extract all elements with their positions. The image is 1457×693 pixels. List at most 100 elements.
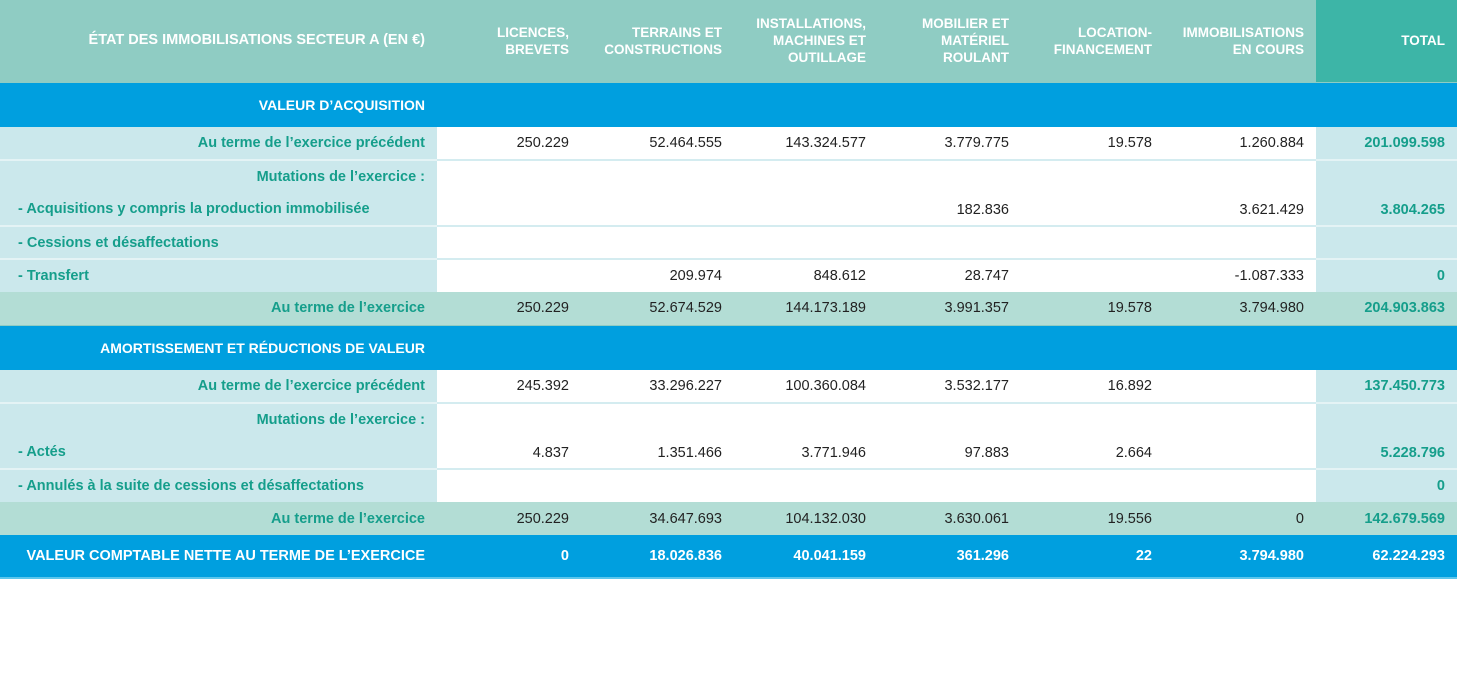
cell [581, 160, 734, 227]
cell: 4.837 [437, 403, 581, 470]
subtotal-row: Au terme de l’exercice 250.229 34.647.69… [0, 502, 1457, 535]
total-cell: 5.228.796 [1316, 403, 1457, 470]
table-header-row: ÉTAT DES IMMOBILISATIONS SECTEUR A (en €… [0, 0, 1457, 82]
row-label: - Cessions et désaffectations [0, 226, 437, 260]
cell [878, 469, 1021, 502]
cell [1164, 226, 1316, 260]
row-label: Au terme de l’exercice précédent [0, 127, 437, 161]
cell: 0 [1164, 502, 1316, 535]
cell: 3.779.775 [878, 127, 1021, 161]
cell: 2.664 [1021, 403, 1164, 470]
cell: 3.794.980 [1164, 292, 1316, 325]
mutations-label: Mutations de l’exercice : [256, 412, 425, 428]
cell: 16.892 [1021, 370, 1164, 404]
table-title: ÉTAT DES IMMOBILISATIONS SECTEUR A (en €… [0, 0, 437, 82]
cell [1164, 403, 1316, 470]
actes-label: - Actés [18, 444, 66, 460]
cell: 52.674.529 [581, 292, 734, 325]
cell: 3.532.177 [878, 370, 1021, 404]
cell: 250.229 [437, 292, 581, 325]
cell: 19.578 [1021, 292, 1164, 325]
cell: 3.991.357 [878, 292, 1021, 325]
row-label: Au terme de l’exercice [0, 292, 437, 325]
cell [734, 469, 878, 502]
cell [1164, 370, 1316, 404]
table-row: - Annulés à la suite de cessions et désa… [0, 469, 1457, 502]
table-row: Au terme de l’exercice précédent 250.229… [0, 127, 1457, 161]
cell [581, 226, 734, 260]
cell: 250.229 [437, 127, 581, 161]
table-row: Mutations de l’exercice : - Actés 4.837 … [0, 403, 1457, 470]
total-cell: 3.804.265 [1316, 160, 1457, 227]
cell: 100.360.084 [734, 370, 878, 404]
section-amortissement: AMORTISSEMENT ET RÉDUCTIONS DE VALEUR [0, 324, 1457, 370]
cell: 3.771.946 [734, 403, 878, 470]
total-cell: 201.099.598 [1316, 127, 1457, 161]
cell: 18.026.836 [581, 535, 734, 579]
cell: 104.132.030 [734, 502, 878, 535]
cell: 19.578 [1021, 127, 1164, 161]
cell: 143.324.577 [734, 127, 878, 161]
total-cell [1316, 226, 1457, 260]
cell [734, 160, 878, 227]
col-header-total: TOTAL [1316, 0, 1457, 82]
total-cell: 0 [1316, 259, 1457, 292]
col-header-licences: LICENCES,BREVETS [437, 0, 581, 82]
row-label: - Transfert [0, 259, 437, 292]
net-value-row: VALEUR COMPTABLE NETTE AU TERME DE L’EXE… [0, 535, 1457, 579]
cell [734, 226, 878, 260]
row-label: Mutations de l’exercice : - Acquisitions… [0, 160, 437, 227]
cell: 209.974 [581, 259, 734, 292]
cell: 250.229 [437, 502, 581, 535]
cell: 361.296 [878, 535, 1021, 579]
acquisitions-label: - Acquisitions y compris la production i… [18, 201, 370, 217]
total-cell: 137.450.773 [1316, 370, 1457, 404]
section-label: AMORTISSEMENT ET RÉDUCTIONS DE VALEUR [0, 324, 437, 370]
total-cell: 0 [1316, 469, 1457, 502]
cell: 1.351.466 [581, 403, 734, 470]
cell [437, 160, 581, 227]
cell: 0 [437, 535, 581, 579]
cell: 182.836 [878, 160, 1021, 227]
cell: 3.621.429 [1164, 160, 1316, 227]
cell [1164, 469, 1316, 502]
table-row: Au terme de l’exercice précédent 245.392… [0, 370, 1457, 404]
cell [1021, 469, 1164, 502]
section-acquisition: VALEUR D’ACQUISITION [0, 81, 1457, 127]
cell [581, 469, 734, 502]
row-label: Au terme de l’exercice précédent [0, 370, 437, 404]
row-label: Au terme de l’exercice [0, 502, 437, 535]
cell: 3.630.061 [878, 502, 1021, 535]
total-cell: 204.903.863 [1316, 292, 1457, 325]
section-label: VALEUR D’ACQUISITION [0, 81, 437, 127]
cell [1021, 259, 1164, 292]
cell [437, 469, 581, 502]
total-cell: 142.679.569 [1316, 502, 1457, 535]
cell: 848.612 [734, 259, 878, 292]
col-header-location: LOCATION-FINANCEMENT [1021, 0, 1164, 82]
cell [1021, 226, 1164, 260]
cell [437, 259, 581, 292]
cell: 33.296.227 [581, 370, 734, 404]
row-label: VALEUR COMPTABLE NETTE AU TERME DE L’EXE… [0, 535, 437, 579]
subtotal-row: Au terme de l’exercice 250.229 52.674.52… [0, 292, 1457, 325]
fixed-assets-table: ÉTAT DES IMMOBILISATIONS SECTEUR A (en €… [0, 0, 1457, 579]
cell: 19.556 [1021, 502, 1164, 535]
total-cell: 62.224.293 [1316, 535, 1457, 579]
cell [1021, 160, 1164, 227]
cell: 144.173.189 [734, 292, 878, 325]
cell: 245.392 [437, 370, 581, 404]
table-row: - Cessions et désaffectations [0, 226, 1457, 260]
cell: 52.464.555 [581, 127, 734, 161]
cell [437, 226, 581, 260]
cell [878, 226, 1021, 260]
row-label: Mutations de l’exercice : - Actés [0, 403, 437, 470]
mutations-label: Mutations de l’exercice : [256, 169, 425, 185]
cell: 97.883 [878, 403, 1021, 470]
cell: -1.087.333 [1164, 259, 1316, 292]
cell: 40.041.159 [734, 535, 878, 579]
